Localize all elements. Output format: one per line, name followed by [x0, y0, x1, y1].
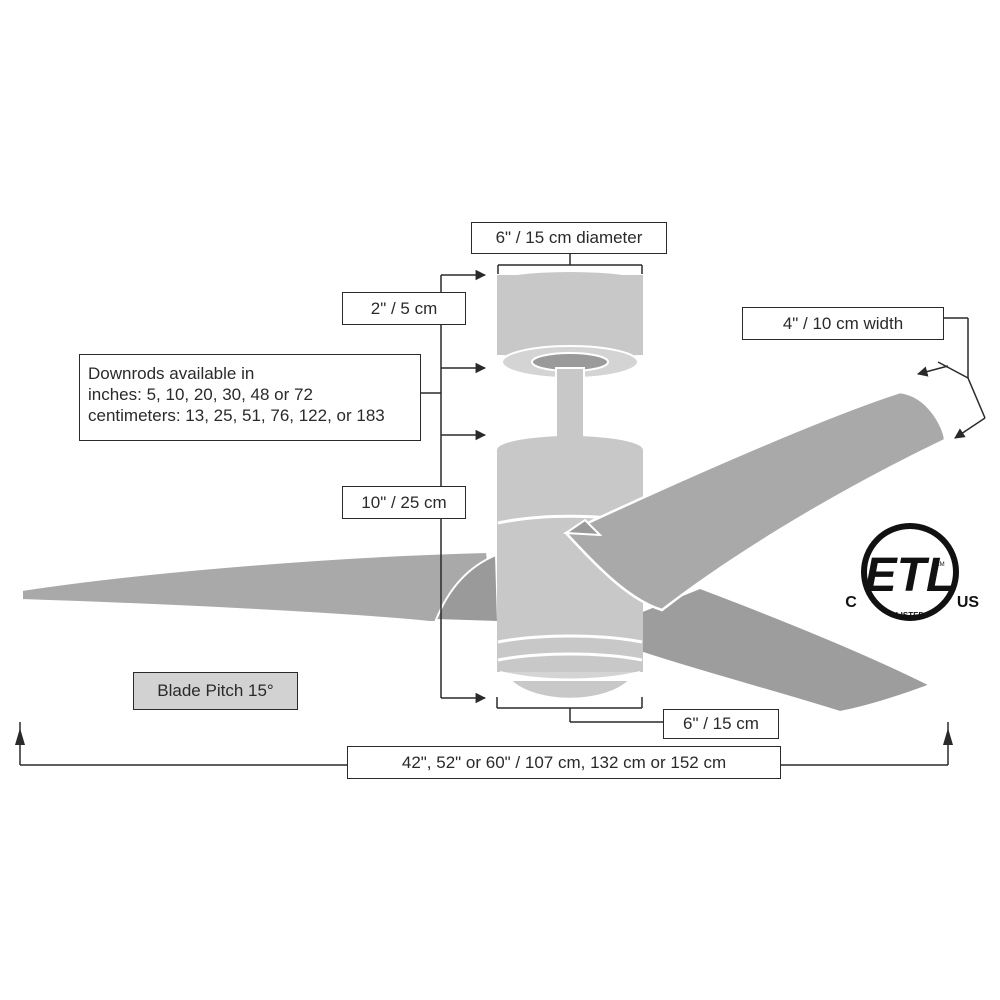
- canopy-diameter-dimension: [497, 253, 643, 274]
- downrods-line-2: inches: 5, 10, 20, 30, 48 or 72: [88, 385, 313, 404]
- fan-span-label: 42", 52" or 60" / 107 cm, 132 cm or 152 …: [347, 746, 781, 779]
- etl-mark: ETL: [865, 549, 956, 602]
- blade-pitch-label: Blade Pitch 15°: [133, 672, 298, 710]
- downrods-line-3: centimeters: 13, 25, 51, 76, 122, or 183: [88, 406, 385, 425]
- canopy-diameter-label: 6" / 15 cm diameter: [471, 222, 667, 254]
- etl-us: US: [957, 594, 980, 611]
- fan-span-dimension: [15, 722, 953, 766]
- etl-cm: CM: [935, 562, 944, 568]
- downrods-line-1: Downrods available in: [88, 364, 255, 383]
- right-lower-blade: [639, 586, 933, 714]
- left-blade: [21, 550, 500, 624]
- downrods-label: Downrods available in inches: 5, 10, 20,…: [79, 354, 421, 441]
- etl-listed-logo: ETL C US LISTED CM: [845, 523, 980, 621]
- light-diameter-label: 6" / 15 cm: [663, 709, 779, 739]
- motor-height-label: 10" / 25 cm: [342, 486, 466, 519]
- right-upper-blade: [563, 390, 947, 612]
- canopy-height-label: 2" / 5 cm: [342, 292, 466, 325]
- etl-c: C: [845, 594, 857, 611]
- blade-width-dimension: [916, 317, 986, 439]
- canopy: [497, 272, 643, 379]
- blade-width-label: 4" / 10 cm width: [742, 307, 944, 340]
- downrod: [555, 367, 585, 439]
- etl-listed: LISTED: [896, 611, 925, 620]
- light-diameter-dimension: [496, 697, 663, 723]
